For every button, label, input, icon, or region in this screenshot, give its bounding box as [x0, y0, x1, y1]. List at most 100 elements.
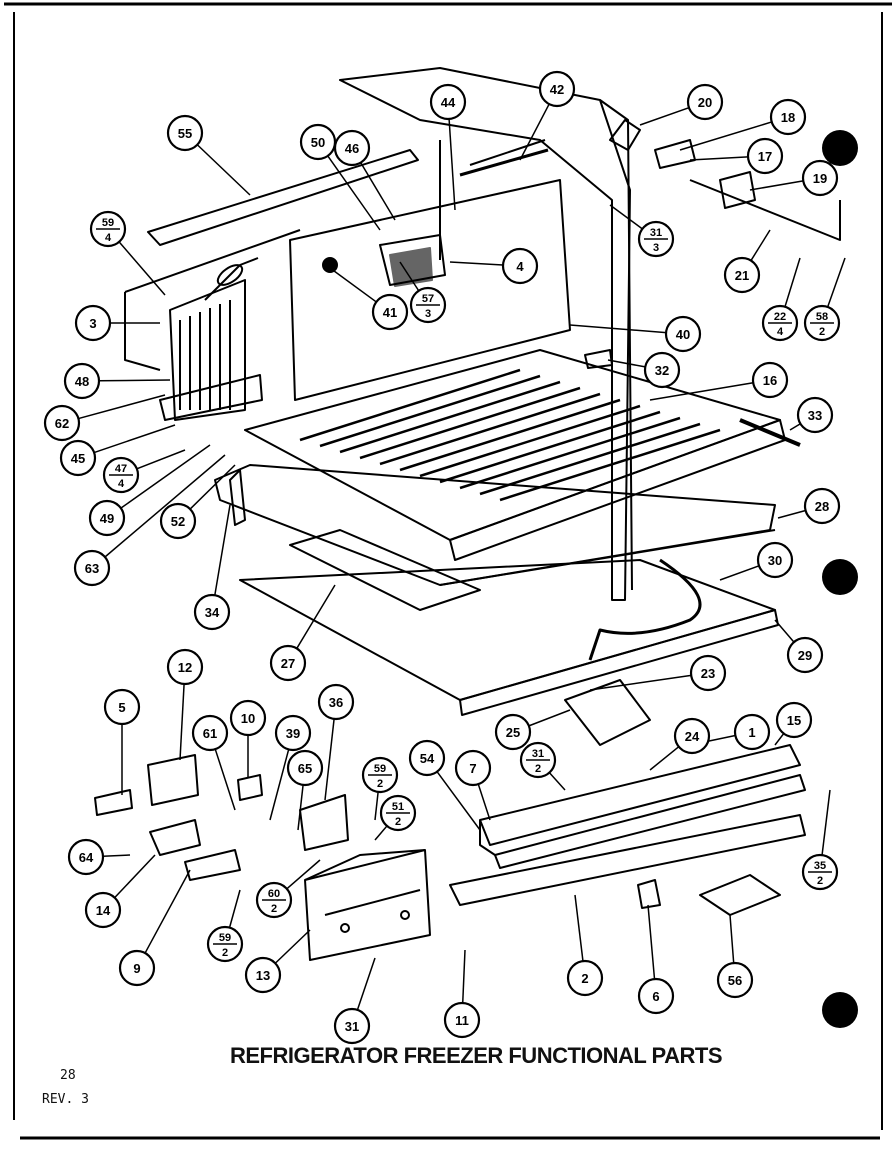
- callout-label: 58: [816, 311, 828, 323]
- callout-balloon-12: 12: [166, 648, 204, 686]
- balloon-circle: [454, 749, 492, 787]
- balloon-circle: [429, 83, 467, 121]
- callout-label: 4: [516, 259, 524, 274]
- callout-label: 63: [85, 561, 99, 576]
- callout-label: 9: [133, 961, 140, 976]
- callout-label: 35: [814, 860, 826, 872]
- balloon-circle: [59, 439, 97, 477]
- callout-label: 59: [102, 217, 114, 229]
- callout-balloon-18: 18: [769, 98, 807, 136]
- callout-label: 39: [286, 726, 300, 741]
- damper-housing: [564, 679, 651, 746]
- leader-line: [360, 162, 396, 221]
- leader-line: [777, 509, 806, 519]
- callout-label: 7: [469, 761, 476, 776]
- leader-line: [102, 854, 131, 857]
- balloon-circle: [796, 396, 834, 434]
- fan-blade: [609, 119, 641, 151]
- callout-label: 45: [71, 451, 85, 466]
- leader-line: [774, 733, 785, 746]
- fan-motor-clip-18: [654, 139, 696, 169]
- callout-label: 2: [271, 903, 277, 915]
- leader-line: [821, 789, 831, 856]
- leader-line: [144, 869, 191, 954]
- balloon-circle: [67, 838, 105, 876]
- callout-balloon-16: 16: [751, 361, 789, 399]
- callout-balloon-52: 52: [159, 502, 197, 540]
- leader-line: [569, 324, 667, 334]
- balloon-circle: [193, 593, 231, 631]
- callout-balloon-15: 15: [775, 701, 813, 739]
- callout-balloon-64: 64: [67, 838, 105, 876]
- leader-line: [179, 683, 185, 761]
- grommet-41: [322, 257, 338, 273]
- callout-balloon-24: 24: [673, 717, 711, 755]
- balloon-circle: [566, 959, 604, 997]
- callout-label: 3: [653, 242, 659, 254]
- balloon-circle: [801, 159, 839, 197]
- leader-line: [649, 382, 754, 401]
- balloon-circle: [166, 648, 204, 686]
- callout-label: 52: [171, 514, 185, 529]
- balloon-circle: [118, 949, 156, 987]
- balloon-circle: [733, 713, 771, 751]
- balloon-circle: [103, 688, 141, 726]
- leader-line: [324, 718, 335, 801]
- callout-label: 32: [655, 363, 669, 378]
- heater-end: [216, 264, 244, 286]
- balloon-circle: [286, 749, 324, 787]
- callout-balloon-11: 11: [443, 1001, 481, 1039]
- balloon-circle: [74, 304, 112, 342]
- leader-line: [784, 257, 801, 307]
- callout-label: 16: [763, 373, 777, 388]
- callout-label: 14: [96, 903, 111, 918]
- light-bulb-socket-12: [147, 754, 199, 806]
- control-housing: [304, 849, 431, 961]
- callout-label: 36: [329, 695, 343, 710]
- callout-label: 10: [241, 711, 255, 726]
- callout-label: 62: [55, 416, 69, 431]
- leader-line: [214, 748, 236, 811]
- cabinet-back-panel: [339, 67, 631, 601]
- registration-dot-middle: [822, 559, 858, 595]
- callout-label: 19: [813, 171, 827, 186]
- callout-balloon-6: 6: [637, 977, 675, 1015]
- callout-balloon-41: 41: [371, 293, 409, 331]
- fraction-balloon-59-2: 592: [206, 925, 244, 963]
- fraction-balloon-58-2: 582: [803, 304, 841, 342]
- leader-line: [136, 449, 186, 470]
- callout-label: 21: [735, 268, 749, 283]
- balloon-circle: [84, 891, 122, 929]
- callout-label: 5: [118, 700, 125, 715]
- callout-balloon-13: 13: [244, 956, 282, 994]
- balloon-circle: [244, 956, 282, 994]
- mounting-bracket-56: [699, 874, 781, 916]
- callout-balloon-10: 10: [229, 699, 267, 737]
- leader-line: [574, 894, 584, 962]
- callout-label: 31: [345, 1019, 359, 1034]
- balloon-circle: [775, 701, 813, 739]
- leader-line: [269, 749, 290, 821]
- callout-label: 31: [650, 227, 662, 239]
- callout-balloon-33: 33: [796, 396, 834, 434]
- fan-motor-bracket: [379, 234, 446, 286]
- callout-label: 33: [808, 408, 822, 423]
- callout-balloon-34: 34: [193, 593, 231, 631]
- callout-label: 65: [298, 761, 312, 776]
- leader-line: [327, 155, 381, 231]
- wire-harness: [588, 558, 702, 661]
- callout-label: 15: [787, 713, 801, 728]
- grille-slots: [299, 368, 721, 502]
- leader-line: [609, 204, 643, 230]
- switch-9: [184, 849, 241, 881]
- callout-balloon-63: 63: [73, 549, 111, 587]
- fraction-balloon-31-3: 313: [637, 220, 675, 258]
- leader-line: [189, 464, 236, 510]
- leader-line: [774, 619, 795, 643]
- balloon-circle: [408, 739, 446, 777]
- revision-label: REV. 3: [42, 1092, 89, 1107]
- callout-balloon-2: 2: [566, 959, 604, 997]
- leader-line: [679, 121, 772, 151]
- lower-trim: [449, 814, 806, 906]
- callout-balloon-29: 29: [786, 636, 824, 674]
